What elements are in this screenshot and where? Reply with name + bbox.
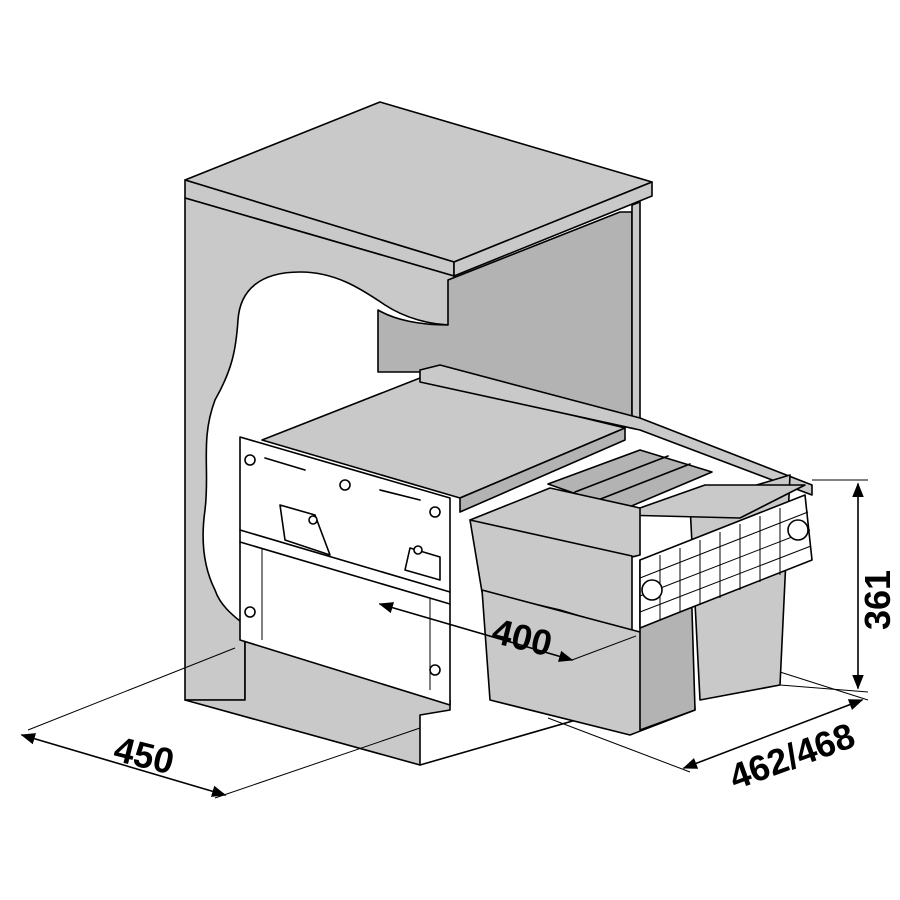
front-plate-divider <box>239 529 451 593</box>
dimension-depth-line <box>20 733 227 797</box>
front-plate-cutout-2 <box>404 547 441 581</box>
organizer-divider <box>574 455 669 493</box>
countertop-side <box>453 181 653 277</box>
grid-rack <box>639 494 813 629</box>
front-plate-divider-2 <box>239 541 451 605</box>
screw-hole <box>339 479 351 491</box>
front-plate-slot <box>264 457 306 471</box>
drawer-tray-edge <box>459 427 626 513</box>
screw-hole <box>429 506 441 518</box>
front-plate-slot-2 <box>379 489 421 501</box>
dimension-width-line <box>378 602 574 662</box>
rack-latch <box>641 579 663 601</box>
front-plate-cutout <box>279 504 331 556</box>
rack-latch <box>787 519 809 541</box>
screw-hole <box>244 454 256 466</box>
dimension-height-label: 361 <box>857 570 898 630</box>
screw-hole <box>308 515 318 525</box>
dimension-unit-depth-line <box>682 699 864 769</box>
rear-bin-rim <box>619 484 806 519</box>
dimension-depth-label: 450 <box>110 728 178 782</box>
waste-bins <box>469 449 813 736</box>
cabinet-right-panel <box>631 201 641 426</box>
drawer-runner <box>419 364 813 496</box>
screw-hole <box>429 664 441 676</box>
dimension-height: 361 <box>779 479 898 693</box>
cabinet <box>184 101 681 766</box>
cabinet-side-panel <box>184 197 455 701</box>
organizer-divider-2 <box>597 463 691 501</box>
screw-hole <box>413 545 423 555</box>
screw-hole <box>244 606 256 618</box>
drawer-frame <box>239 364 813 706</box>
